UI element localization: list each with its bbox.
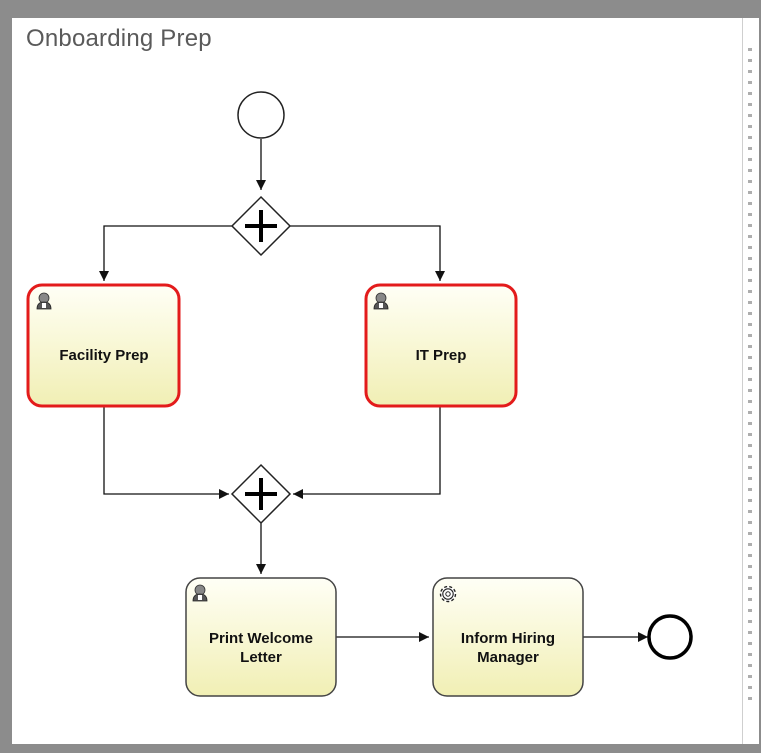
task-label-line-2: Letter bbox=[240, 649, 282, 666]
task-facility-prep[interactable]: Facility Prep bbox=[26, 283, 181, 408]
flow-it-to-join[interactable] bbox=[293, 407, 441, 499]
task-label-line-1: Inform Hiring bbox=[461, 630, 555, 647]
user-icon bbox=[192, 584, 208, 602]
task-label: Facility Prep bbox=[59, 347, 148, 364]
task-print-welcome-letter[interactable]: Print Welcome Letter bbox=[185, 577, 337, 697]
parallel-gateway-join[interactable] bbox=[230, 463, 292, 525]
user-icon bbox=[36, 292, 52, 310]
right-scroll-strip[interactable] bbox=[742, 18, 759, 744]
plus-icon bbox=[245, 478, 277, 510]
sequence-flows bbox=[99, 139, 648, 642]
strip-pattern bbox=[748, 48, 752, 708]
task-label-line-2: Manager bbox=[477, 649, 539, 666]
end-event[interactable] bbox=[647, 614, 693, 660]
task-label: IT Prep bbox=[416, 347, 467, 364]
plus-icon bbox=[245, 210, 277, 242]
user-icon bbox=[373, 292, 389, 310]
flow-split-to-it[interactable] bbox=[289, 225, 445, 281]
start-event[interactable] bbox=[237, 91, 285, 139]
flow-facility-to-join[interactable] bbox=[103, 407, 229, 499]
flow-split-to-facility[interactable] bbox=[99, 225, 233, 281]
task-label-line-1: Print Welcome bbox=[209, 630, 313, 647]
task-it-prep[interactable]: IT Prep bbox=[364, 283, 518, 408]
pool-title: Onboarding Prep bbox=[26, 25, 212, 52]
task-inform-hiring-manager[interactable]: Inform Hiring Manager bbox=[432, 577, 584, 697]
parallel-gateway-split[interactable] bbox=[230, 195, 292, 257]
gear-icon bbox=[439, 585, 457, 603]
